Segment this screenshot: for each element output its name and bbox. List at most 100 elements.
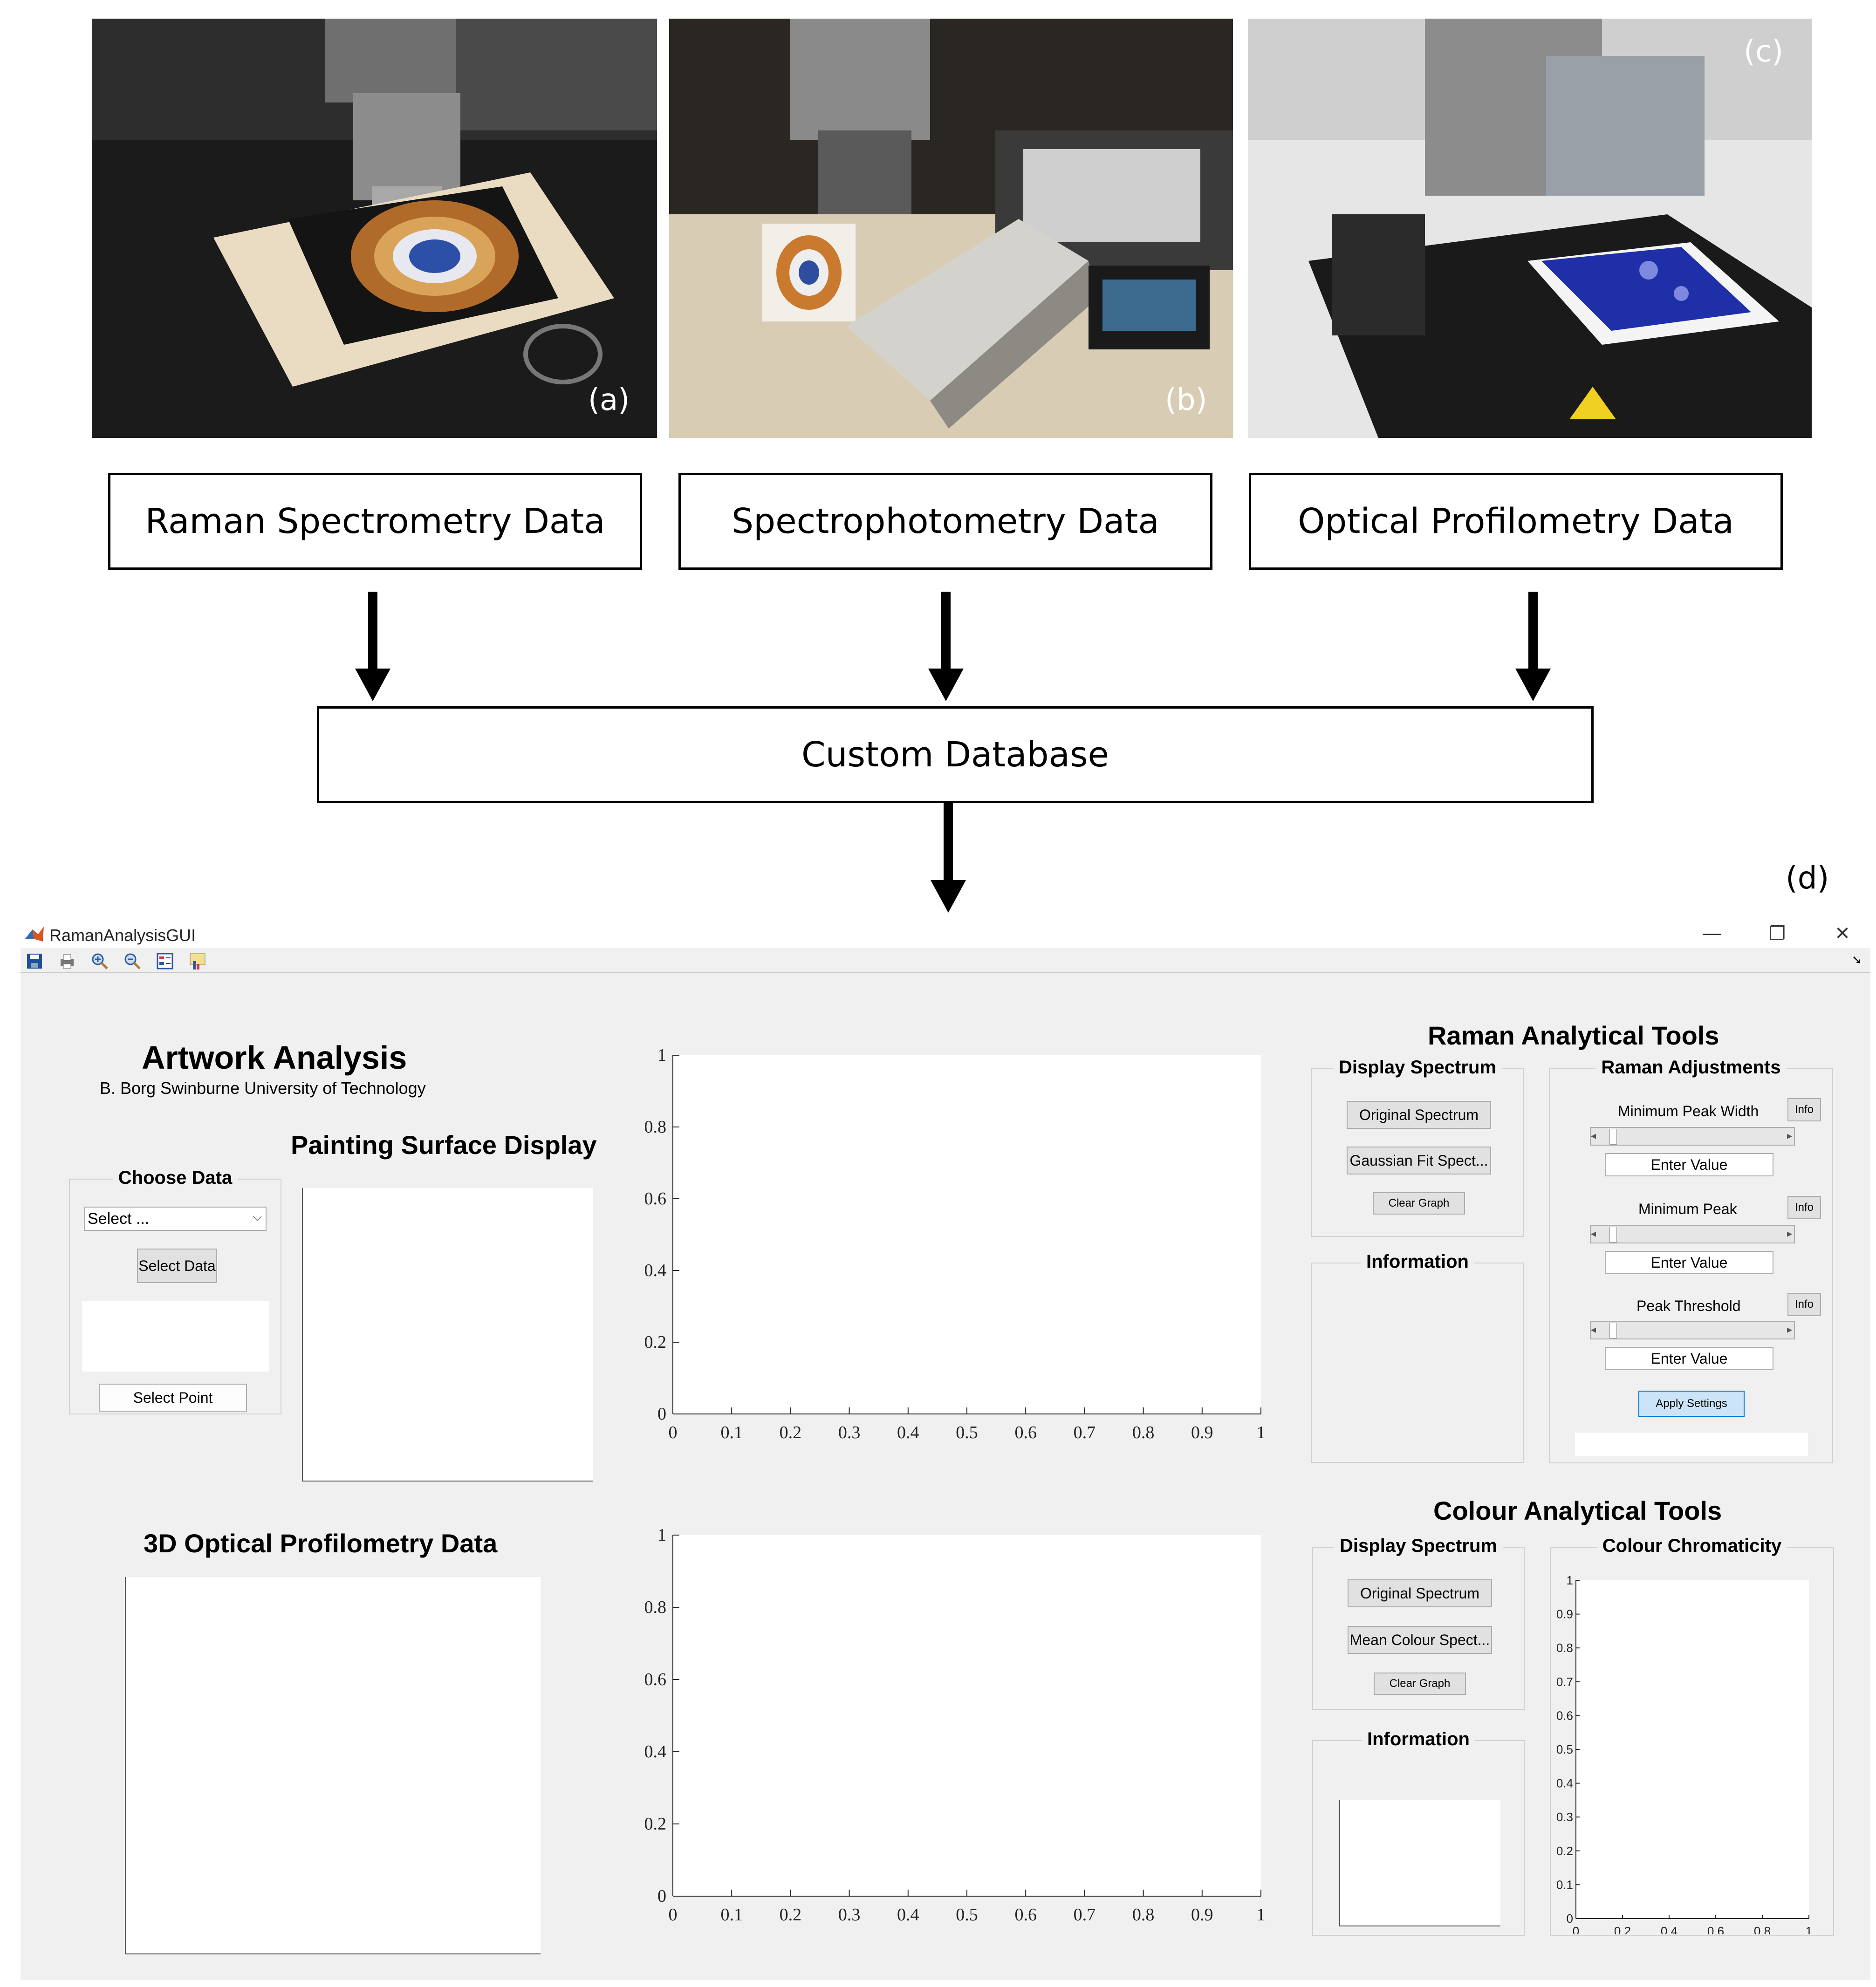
zoom-out-icon[interactable] [123, 952, 142, 970]
x-tick-label: 0.7 [1074, 1423, 1096, 1442]
photo-a-label: (a) [588, 383, 630, 417]
raman-tools-title: Raman Analytical Tools [1428, 1021, 1719, 1050]
app-title: Artwork Analysis [142, 1039, 407, 1076]
x-tick-label: 0.7 [1074, 1905, 1096, 1925]
photo-spectrophotometer [669, 19, 1233, 438]
raman-analysis-window: RamanAnalysisGUI — ❐ ✕ ➘ Artwork Analysi… [21, 920, 1870, 1980]
min-peak-width-info-button[interactable]: Info [1787, 1098, 1821, 1121]
panel-d-label: (d) [1786, 860, 1829, 896]
x-tick-label: 0.6 [1707, 1924, 1724, 1934]
restore-button[interactable]: ❐ [1769, 923, 1786, 944]
arrow-optical-to-db [1515, 592, 1551, 701]
colour-chromaticity-title: Colour Chromaticity [1596, 1536, 1787, 1556]
colour-information-panel: Information [1312, 1729, 1525, 1936]
y-tick-label: 0.6 [1556, 1708, 1573, 1722]
peak-threshold-input[interactable]: Enter Value [1605, 1347, 1773, 1370]
raman-clear-graph-button[interactable]: Clear Graph [1373, 1192, 1465, 1215]
choose-data-title: Choose Data [112, 1168, 238, 1188]
peak-threshold-label: Peak Threshold [1636, 1297, 1741, 1314]
peak-threshold-slider[interactable]: ◂▸ [1590, 1321, 1795, 1339]
x-tick-label: 0.1 [720, 1905, 743, 1925]
y-tick-label: 0.5 [1556, 1742, 1573, 1756]
insert-colorbar-icon[interactable] [188, 952, 207, 970]
plot-area [673, 1535, 1261, 1896]
y-tick-label: 0.4 [644, 1261, 667, 1280]
apply-settings-button[interactable]: Apply Settings [1638, 1391, 1745, 1417]
x-tick-label: 0 [669, 1423, 678, 1442]
x-tick-label: 0.6 [1014, 1423, 1037, 1442]
gaussian-fit-spectrum-button[interactable]: Gaussian Fit Spect... [1347, 1147, 1491, 1174]
y-tick-label: 0 [1567, 1912, 1573, 1926]
minimize-button[interactable]: — [1703, 923, 1721, 943]
painting-surface-display[interactable] [302, 1188, 593, 1482]
y-tick-label: 0.2 [644, 1332, 667, 1352]
min-peak-info-button[interactable]: Info [1787, 1196, 1821, 1219]
save-icon[interactable] [25, 952, 44, 970]
mean-colour-spectrum-button[interactable]: Mean Colour Spect... [1348, 1626, 1492, 1654]
x-tick-label: 0.8 [1132, 1423, 1155, 1442]
x-tick-label: 0.4 [897, 1423, 919, 1442]
x-tick-label: 0.5 [956, 1423, 978, 1442]
photo-b-label: (b) [1165, 383, 1207, 417]
min-peak-label: Minimum Peak [1638, 1201, 1737, 1217]
select-data-button[interactable]: Select Data [137, 1249, 217, 1283]
painting-surface-title: Painting Surface Display [291, 1130, 597, 1160]
print-icon[interactable] [58, 952, 76, 970]
x-tick-label: 1 [1257, 1905, 1266, 1925]
raman-information-panel: Information [1311, 1251, 1524, 1463]
colour-information-title: Information [1362, 1729, 1475, 1749]
colour-information-axes[interactable] [1339, 1800, 1500, 1926]
min-peak-width-slider[interactable]: ◂▸ [1590, 1127, 1795, 1146]
x-tick-label: 0.4 [897, 1905, 919, 1925]
photo-optical-profilometer [1248, 19, 1812, 438]
min-peak-input[interactable]: Enter Value [1605, 1251, 1773, 1274]
min-peak-width-input[interactable]: Enter Value [1605, 1153, 1773, 1176]
window-titlebar: RamanAnalysisGUI — ❐ ✕ [21, 920, 1870, 948]
figure-toolbar: ➘ [21, 948, 1870, 973]
colour-display-spectrum-panel: Display Spectrum Original Spectrum Mean … [1312, 1536, 1525, 1710]
x-tick-label: 0.2 [780, 1905, 802, 1925]
y-tick-label: 0.6 [644, 1189, 667, 1209]
x-tick-label: 0 [1573, 1924, 1579, 1934]
choose-data-listbox[interactable] [82, 1301, 269, 1372]
x-tick-label: 0.8 [1132, 1905, 1155, 1925]
optical-profilometry-display[interactable] [125, 1577, 541, 1954]
y-tick-label: 0.6 [644, 1670, 667, 1689]
photo-c-label: (c) [1744, 34, 1784, 69]
close-button[interactable]: ✕ [1835, 923, 1850, 944]
peak-threshold-info-button[interactable]: Info [1787, 1293, 1821, 1316]
raman-adjustments-panel: Raman Adjustments Minimum Peak Width Inf… [1549, 1057, 1833, 1463]
zoom-in-icon[interactable] [90, 952, 109, 970]
x-tick-label: 0.2 [780, 1423, 802, 1442]
y-tick-label: 0.4 [644, 1742, 667, 1762]
window-title: RamanAnalysisGUI [49, 926, 196, 945]
y-tick-label: 0.4 [1556, 1776, 1573, 1790]
x-tick-label: 0.2 [1614, 1924, 1631, 1934]
x-tick-label: 0.4 [1661, 1924, 1677, 1934]
data-select-value: Select ... [88, 1209, 150, 1228]
data-cursor-icon[interactable] [156, 952, 174, 970]
x-tick-label: 0.1 [720, 1423, 743, 1442]
data-select-dropdown[interactable]: Select ... ⌵ [84, 1207, 267, 1231]
colour-clear-graph-button[interactable]: Clear Graph [1374, 1673, 1466, 1695]
raman-adjustments-title: Raman Adjustments [1595, 1057, 1787, 1078]
arrow-db-to-gui [931, 803, 966, 913]
x-tick-label: 0.3 [838, 1905, 861, 1925]
x-tick-label: 0.9 [1191, 1905, 1213, 1925]
plot-area [673, 1055, 1261, 1414]
arrow-spectro-to-db [928, 592, 964, 701]
y-tick-label: 0 [657, 1404, 666, 1424]
matlab-icon [25, 927, 44, 942]
toolbar-dock-arrow[interactable]: ➘ [1852, 953, 1862, 967]
choose-data-panel: Choose Data Select ... ⌵ Select Data Sel… [69, 1168, 281, 1414]
raman-original-spectrum-button[interactable]: Original Spectrum [1347, 1101, 1491, 1129]
min-peak-slider[interactable]: ◂▸ [1590, 1225, 1795, 1243]
y-tick-label: 0.8 [1556, 1641, 1573, 1655]
arrow-raman-to-db [355, 592, 390, 701]
colour-original-spectrum-button[interactable]: Original Spectrum [1348, 1579, 1492, 1607]
select-point-button[interactable]: Select Point [99, 1384, 247, 1412]
